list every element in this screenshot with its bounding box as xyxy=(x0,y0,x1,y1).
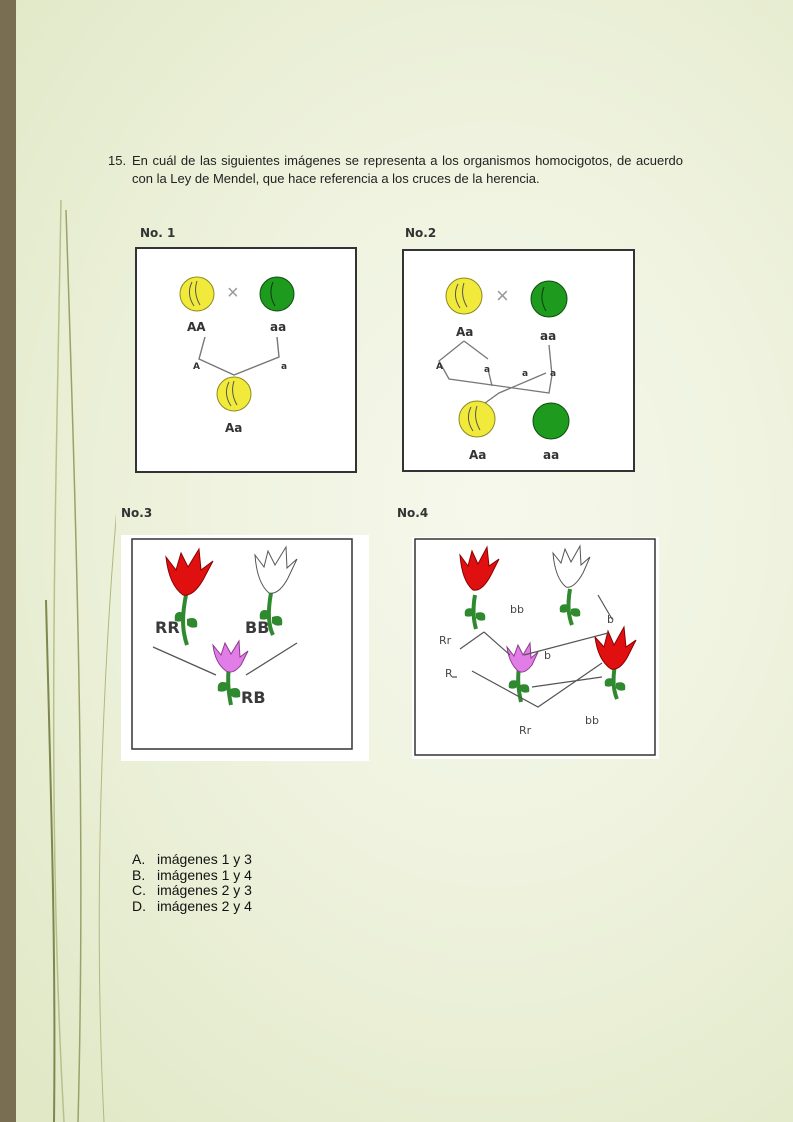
label-b-mid: b xyxy=(544,649,551,662)
figure-3: RR BB RB xyxy=(121,535,369,761)
option-d[interactable]: D. imágenes 2 y 4 xyxy=(132,897,252,915)
label-p1: AA xyxy=(187,320,206,334)
option-letter: D. xyxy=(132,897,146,914)
pink-flower-icon xyxy=(212,639,249,706)
svg-text:×: × xyxy=(496,283,509,308)
option-text: imágenes 2 y 3 xyxy=(157,882,252,898)
white-flower-icon xyxy=(254,545,298,636)
svg-text:×: × xyxy=(227,282,239,304)
label-p2: BB xyxy=(245,618,269,637)
red-flower-icon xyxy=(165,547,214,646)
option-text: imágenes 2 y 4 xyxy=(157,897,252,914)
figure-2-caption: No.2 xyxy=(405,226,437,240)
label-p1: Aa xyxy=(456,325,473,339)
label-g3: a xyxy=(522,369,528,379)
label-rr-left: Rr xyxy=(439,634,452,647)
yellow-pea-icon xyxy=(445,277,483,315)
figure-1: × AA aa A a Aa xyxy=(135,247,357,473)
pink-flower-icon xyxy=(506,641,539,703)
white-flower-icon xyxy=(552,544,591,626)
green-pea-icon xyxy=(259,276,295,312)
option-letter: A. xyxy=(132,851,146,867)
question: 15. En cuál de las siguientes imágenes s… xyxy=(108,152,683,188)
label-child: RB xyxy=(241,688,266,707)
label-bb-top: bb xyxy=(510,603,524,616)
label-bb-bottom: bb xyxy=(585,714,599,727)
label-g1: A xyxy=(193,362,200,372)
yellow-pea-icon xyxy=(458,400,496,438)
figure-4: bb b Rr b R bb Rr xyxy=(412,537,659,759)
option-text: imágenes 1 y 3 xyxy=(157,851,252,867)
label-r-left: R xyxy=(445,667,453,680)
green-pea-icon xyxy=(532,402,570,440)
label-g4: a xyxy=(550,369,556,379)
sidebar-decoration xyxy=(45,199,116,1122)
option-a[interactable]: A. imágenes 1 y 3 xyxy=(132,851,252,868)
question-number: 15. xyxy=(108,153,127,168)
figure-3-caption: No.3 xyxy=(121,506,153,520)
label-p1: RR xyxy=(155,618,180,637)
label-c2: aa xyxy=(543,448,559,462)
red-flower-icon xyxy=(594,625,637,700)
answer-options: A. imágenes 1 y 3 B. imágenes 1 y 4 C. imág… xyxy=(132,851,252,915)
figure-2: × Aa aa A a a a Aa aa xyxy=(402,249,635,472)
label-rr-bottom: Rr xyxy=(519,724,532,737)
red-flower-icon xyxy=(459,545,500,630)
question-text: En cuál de las siguientes imágenes se re… xyxy=(132,153,683,186)
label-p2: aa xyxy=(270,320,286,334)
option-letter: C. xyxy=(132,882,146,898)
yellow-pea-icon xyxy=(179,276,215,312)
label-p2: aa xyxy=(540,329,556,343)
option-b[interactable]: B. imágenes 1 y 4 xyxy=(132,866,252,884)
option-letter: B. xyxy=(132,866,146,883)
figure-1-caption: No. 1 xyxy=(140,226,176,240)
label-g2: a xyxy=(484,365,490,375)
figure-4-caption: No.4 xyxy=(397,506,429,520)
label-c1: Aa xyxy=(469,448,486,462)
label-g2: a xyxy=(281,362,287,372)
yellow-pea-icon xyxy=(216,376,252,412)
option-c[interactable]: C. imágenes 2 y 3 xyxy=(132,882,252,899)
option-text: imágenes 1 y 4 xyxy=(157,866,252,883)
sidebar-bar xyxy=(0,0,16,1122)
label-child: Aa xyxy=(225,421,242,435)
green-pea-icon xyxy=(530,280,568,318)
label-b-right: b xyxy=(607,613,614,626)
label-g1: A xyxy=(436,362,443,372)
